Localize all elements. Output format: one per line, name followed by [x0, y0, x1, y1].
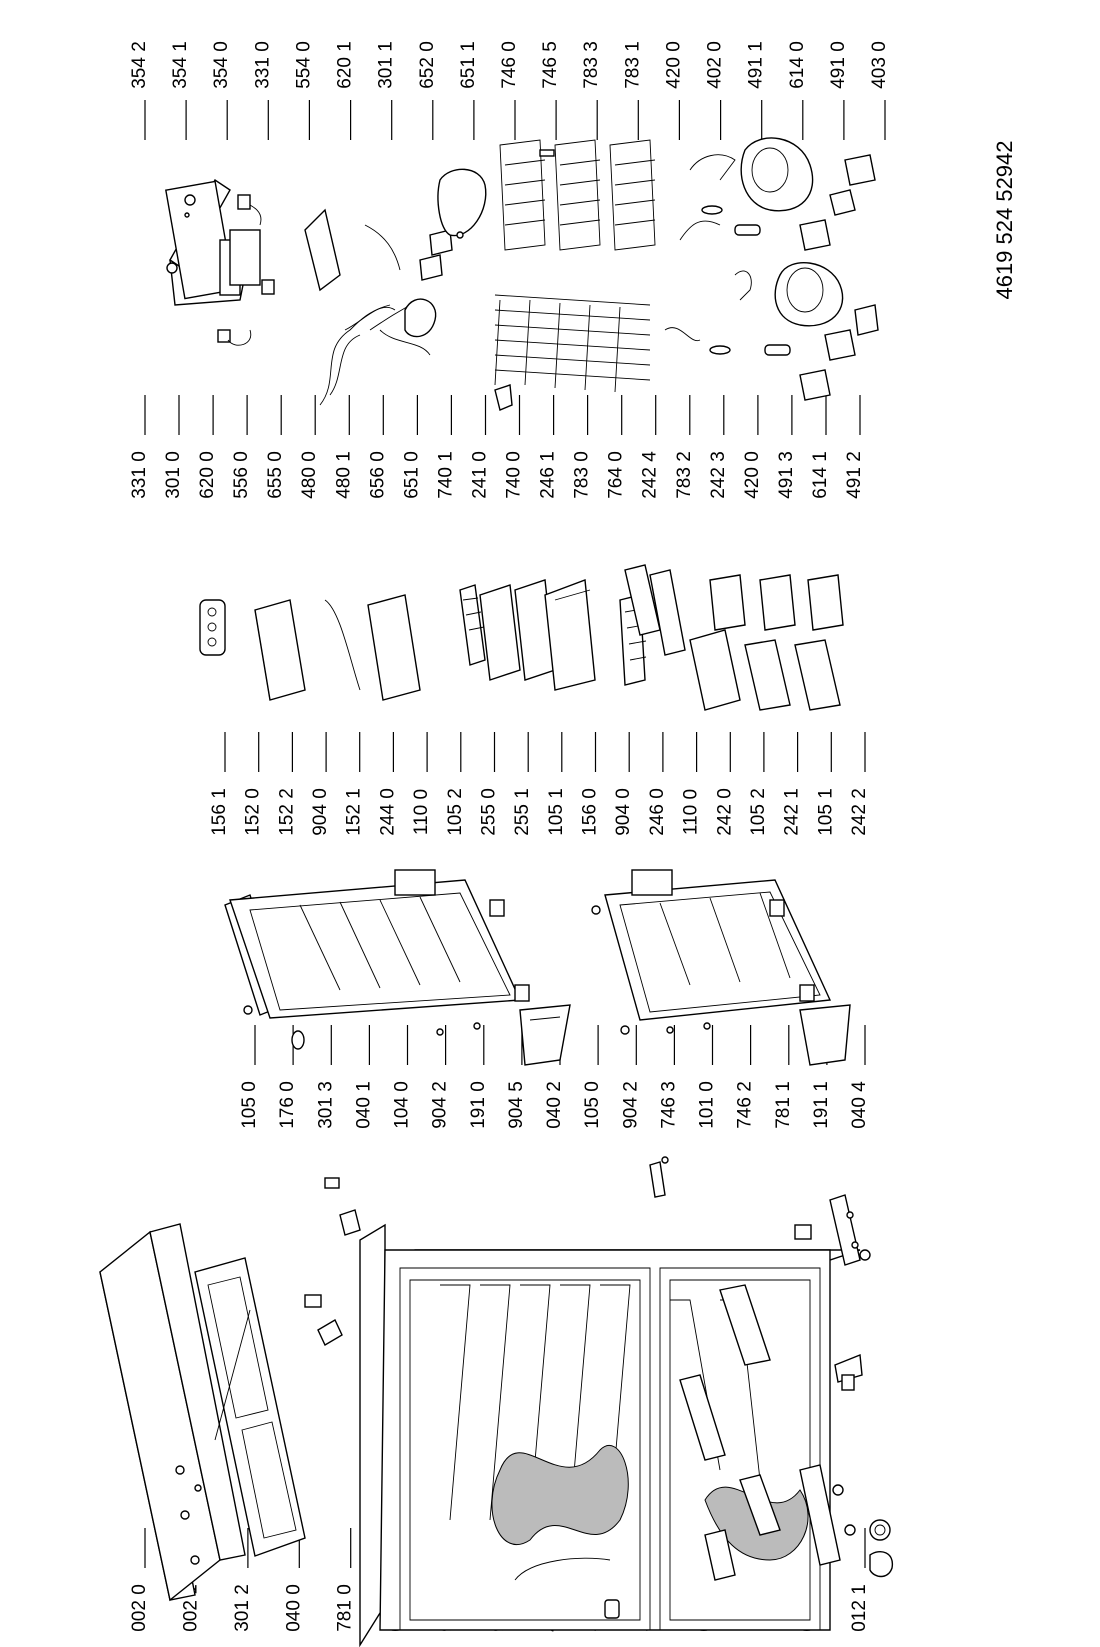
- part-label: 242 2: [849, 788, 870, 836]
- part-label: 781 0: [335, 1584, 356, 1632]
- part-label: 740 1: [435, 451, 456, 499]
- part-label: 354 1: [170, 41, 191, 89]
- doors-illustration: [224, 869, 851, 1066]
- part-label: 152 0: [243, 788, 264, 836]
- cabinet-illustration: [99, 1156, 894, 1647]
- part-label: 651 0: [401, 451, 422, 499]
- part-label: 904 2: [430, 1081, 451, 1129]
- part-label: 040 4: [849, 1081, 870, 1129]
- part-label: 480 0: [299, 451, 320, 499]
- part-label: 104 0: [392, 1081, 413, 1129]
- part-label: 242 4: [640, 451, 661, 499]
- part-label: 110 0: [411, 789, 432, 835]
- part-label: 614 1: [810, 451, 831, 499]
- part-label: 105 2: [748, 788, 769, 836]
- part-label: 620 0: [197, 451, 218, 499]
- part-label: 556 0: [231, 451, 252, 499]
- part-label: 614 0: [787, 41, 808, 89]
- part-label: 904 2: [620, 1081, 641, 1129]
- part-label: 191 1: [811, 1081, 832, 1129]
- part-label: 152 1: [344, 788, 365, 836]
- part-label: 105 1: [815, 788, 836, 836]
- part-label: 402 0: [705, 41, 726, 89]
- part-label: 101 0: [697, 1081, 718, 1129]
- part-label: 480 1: [333, 451, 354, 499]
- part-label: 620 1: [335, 41, 356, 89]
- part-label: 904 0: [310, 788, 331, 836]
- part-label: 301 3: [315, 1081, 336, 1129]
- part-label: 242 0: [714, 788, 735, 836]
- part-label: 783 1: [622, 41, 643, 89]
- part-label: 105 2: [445, 788, 466, 836]
- part-label: 255 1: [512, 788, 533, 836]
- part-label: 105 1: [546, 788, 567, 836]
- part-label: 301 0: [163, 451, 184, 499]
- part-label: 002 0: [129, 1584, 150, 1632]
- part-label: 491 1: [746, 41, 767, 89]
- components-illustration: [165, 137, 879, 411]
- part-label: 651 1: [458, 41, 479, 89]
- part-label: 301 2: [232, 1584, 253, 1632]
- part-label: 255 0: [479, 788, 500, 836]
- document-number: 4619 524 52942: [992, 140, 1017, 299]
- part-label: 746 2: [735, 1081, 756, 1129]
- part-label: 783 0: [572, 451, 593, 499]
- part-label: 554 0: [293, 41, 314, 89]
- part-label: 191 0: [468, 1081, 489, 1129]
- part-label: 904 5: [506, 1081, 527, 1129]
- part-label: 746 0: [499, 41, 520, 89]
- part-label: 904 0: [613, 788, 634, 836]
- part-label: 491 0: [828, 41, 849, 89]
- part-label: 655 0: [265, 451, 286, 499]
- part-label: 764 0: [606, 451, 627, 499]
- part-label: 105 0: [239, 1081, 260, 1129]
- part-label: 491 2: [844, 451, 865, 499]
- part-label: 242 3: [708, 451, 729, 499]
- part-label: 246 1: [538, 451, 559, 499]
- part-label: 301 1: [376, 41, 397, 89]
- part-label: 242 1: [782, 788, 803, 836]
- part-label: 331 0: [129, 451, 150, 499]
- part-label: 244 0: [377, 788, 398, 836]
- part-label: 746 5: [540, 41, 561, 89]
- part-label: 354 0: [211, 41, 232, 89]
- part-label: 156 1: [209, 788, 230, 836]
- part-label: 040 0: [283, 1584, 304, 1632]
- part-label: 156 0: [580, 788, 601, 836]
- part-label: 241 0: [470, 451, 491, 499]
- part-label: 491 3: [776, 451, 797, 499]
- part-label: 246 0: [647, 788, 668, 836]
- part-label: 746 3: [658, 1081, 679, 1129]
- part-label: 176 0: [277, 1081, 298, 1129]
- part-label: 420 0: [663, 41, 684, 89]
- part-label: 783 2: [674, 451, 695, 499]
- part-label: 105 0: [582, 1081, 603, 1129]
- part-label: 012 1: [849, 1584, 870, 1632]
- part-label: 040 2: [544, 1081, 565, 1129]
- part-label: 040 1: [353, 1081, 374, 1129]
- part-label: 781 1: [773, 1081, 794, 1129]
- part-label: 110 0: [681, 789, 702, 835]
- part-label: 403 0: [869, 41, 890, 89]
- part-label: 740 0: [504, 451, 525, 499]
- part-label: 783 3: [581, 41, 602, 89]
- shelves-illustration: [199, 564, 844, 711]
- part-label: 420 0: [742, 451, 763, 499]
- part-label: 656 0: [367, 451, 388, 499]
- part-label: 152 2: [276, 788, 297, 836]
- part-label: 354 2: [129, 41, 150, 89]
- part-label: 652 0: [417, 41, 438, 89]
- part-label: 331 0: [252, 41, 273, 89]
